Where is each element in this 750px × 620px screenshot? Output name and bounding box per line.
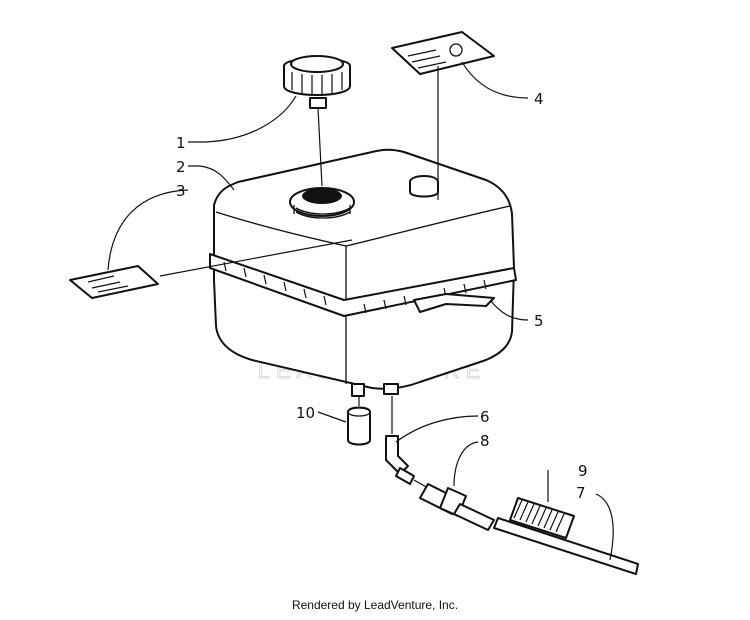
- callout-8: 8: [480, 432, 490, 450]
- vent-boss: [409, 175, 439, 198]
- fuel-filter: [413, 479, 495, 531]
- strap-buckle: [413, 293, 495, 313]
- decal-3-centerline: [159, 239, 353, 277]
- leader-line-1: [188, 95, 297, 143]
- fuel-tank-body: [213, 148, 515, 390]
- leader-line-8: [453, 441, 479, 487]
- decal-3-marks: [87, 275, 129, 293]
- drain-plug: [347, 396, 371, 446]
- leader-line-10: [317, 411, 347, 423]
- decal-4-circle-mark: [449, 43, 463, 57]
- elbow-fitting-barb: [395, 467, 415, 485]
- tank-outlet-fitting: [383, 383, 399, 395]
- tank-strap: [209, 253, 517, 317]
- fuel-line-hose: [493, 517, 639, 575]
- decal-4: [391, 31, 495, 200]
- fuel-cap-top: [290, 55, 344, 73]
- filler-neck-threads: [293, 205, 351, 219]
- fuel-cap-grip: [291, 72, 343, 96]
- fuel-cap-centerline: [317, 107, 323, 187]
- decal-4-marks: [407, 49, 447, 69]
- leader-line-7: [595, 493, 614, 561]
- filler-neck-opening: [302, 188, 342, 204]
- leader-lines: [107, 61, 614, 561]
- callout-9: 9: [578, 462, 588, 480]
- callout-1: 1: [176, 134, 186, 152]
- fuel-cap: [283, 55, 351, 187]
- callout-4: 4: [534, 90, 544, 108]
- footer-credit: Rendered by LeadVenture, Inc.: [291, 598, 459, 612]
- fuel-tank: [209, 148, 517, 397]
- callout-6: 6: [480, 408, 490, 426]
- callout-labels: 1 2 3 4 5 6 8 9 7 10: [176, 90, 588, 502]
- elbow-fitting-body: [385, 435, 409, 475]
- callout-3: 3: [176, 182, 186, 200]
- callout-10: 10: [296, 404, 315, 422]
- leader-line-2: [188, 165, 235, 191]
- fuel-tank-top-edge: [215, 205, 511, 247]
- strap-ribs: [223, 261, 487, 314]
- leader-line-6: [395, 415, 479, 443]
- drain-plug-body: [347, 406, 371, 446]
- fuel-cap-stem: [309, 97, 327, 109]
- leader-line-3: [107, 189, 189, 271]
- drain-plug-top: [347, 407, 371, 417]
- decal-3: [69, 239, 353, 299]
- elbow-fitting: [385, 396, 415, 485]
- hose-spring: [509, 497, 575, 539]
- callout-7: 7: [576, 484, 586, 502]
- decal-3-plate: [69, 265, 159, 299]
- leader-line-4: [461, 61, 529, 99]
- tank-drain-fitting: [351, 383, 365, 397]
- leader-line-5: [489, 299, 529, 321]
- fuel-filter-outlet: [453, 503, 495, 531]
- callout-2: 2: [176, 158, 186, 176]
- callout-5: 5: [534, 312, 544, 330]
- decal-4-plate: [391, 31, 495, 75]
- fuel-line: [493, 517, 639, 575]
- hose-spring-coils: [513, 499, 565, 533]
